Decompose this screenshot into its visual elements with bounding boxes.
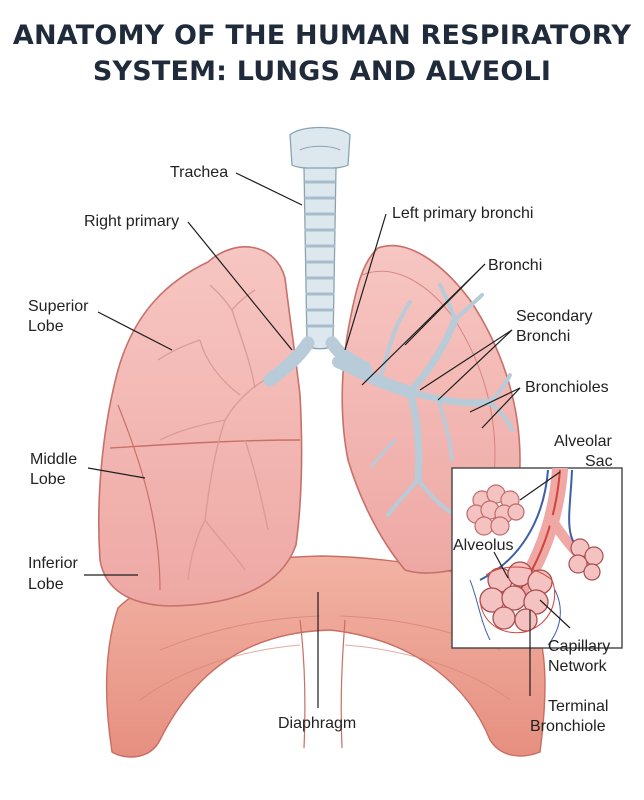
leader-left-primary [344, 213, 387, 351]
label-secondary-bronchi-1: Secondary [516, 308, 593, 325]
label-trachea: Trachea [170, 164, 228, 181]
leader-lines [84, 172, 571, 708]
right-lung [98, 246, 303, 607]
label-left-primary-bronchi: Left primary bronchi [392, 205, 533, 222]
label-right-primary: Right primary [84, 213, 179, 230]
trachea [263, 126, 372, 387]
label-inferior-lobe-1: Inferior [28, 555, 78, 572]
leader-capillary-network [539, 599, 571, 629]
leader-middle-lobe [87, 467, 146, 479]
title-line-2: SYSTEM: LUNGS AND ALVEOLI [92, 56, 552, 87]
leader-superior-lobe [97, 311, 173, 351]
label-middle-lobe-2: Lobe [30, 471, 66, 488]
label-bronchioles: Bronchioles [525, 379, 609, 396]
label-diaphragm: Diaphragm [278, 715, 356, 732]
label-alveolar-sac-1: Alveolar [554, 433, 612, 450]
label-capillary-network-2: Network [548, 658, 608, 675]
leader-alveolar-sac [519, 471, 561, 501]
leader-secondary-1 [419, 329, 513, 391]
label-superior-lobe-1: Superior [28, 298, 89, 315]
label-secondary-bronchi-2: Bronchi [516, 328, 570, 345]
label-inferior-lobe-2: Lobe [28, 576, 64, 593]
leader-bronchioles-1 [469, 387, 521, 413]
diaphragm [105, 555, 546, 758]
leader-trachea [235, 172, 303, 206]
label-terminal-bronchiole-2: Bronchiole [530, 718, 606, 735]
label-capillary-network-1: Capillary [548, 638, 610, 655]
leader-secondary-2 [437, 329, 513, 401]
label-bronchi: Bronchi [488, 257, 542, 274]
label-middle-lobe-1: Middle [30, 451, 77, 468]
page-title: ANATOMY OF THE HUMAN RESPIRATORY SYSTEM:… [0, 18, 644, 90]
label-alveolar-sac-2: Sac [585, 453, 613, 470]
leader-bronchioles-2 [481, 387, 521, 429]
label-terminal-bronchiole-1: Terminal [548, 698, 608, 715]
label-alveolus: Alveolus [453, 537, 513, 554]
leader-right-primary [187, 221, 293, 351]
leader-alveolus [493, 551, 509, 579]
title-line-1: ANATOMY OF THE HUMAN RESPIRATORY [12, 20, 632, 51]
leader-bronchi-2 [361, 263, 486, 386]
labels: Trachea Right primary Left primary bronc… [28, 164, 613, 735]
label-superior-lobe-2: Lobe [28, 318, 64, 335]
alveoli-inset [451, 467, 623, 649]
